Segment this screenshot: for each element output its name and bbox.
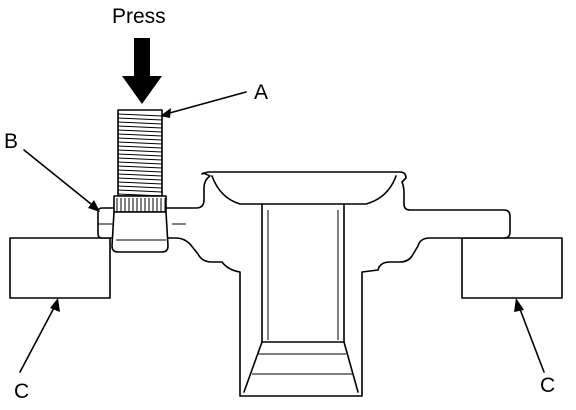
hub-bore-inner bbox=[267, 210, 339, 340]
stud-thread-line bbox=[117, 177, 163, 181]
stud-thread-line bbox=[117, 189, 163, 193]
stud-thread-line bbox=[117, 141, 163, 145]
leader-b-arrowhead bbox=[88, 200, 100, 212]
hub-bore-bottom-inner bbox=[252, 353, 352, 375]
hub-bore bbox=[261, 203, 345, 343]
label-b: B bbox=[4, 130, 18, 153]
stud-thread-line bbox=[117, 121, 163, 125]
hub-body bbox=[97, 171, 511, 397]
hub-bore-bottom bbox=[243, 341, 359, 393]
hub-top-recess bbox=[211, 175, 397, 205]
stud-thread-line bbox=[117, 145, 163, 149]
support-block-right bbox=[461, 237, 563, 299]
stud-thread-line bbox=[117, 181, 163, 185]
stud-thread-line bbox=[117, 161, 163, 165]
stud-thread-line bbox=[117, 165, 163, 169]
press-arrow-icon bbox=[122, 38, 162, 104]
leader-c-right-arrowhead bbox=[514, 298, 524, 312]
label-a: A bbox=[254, 81, 268, 104]
stud-thread-line bbox=[117, 185, 163, 189]
stud-thread-line bbox=[117, 133, 163, 137]
leader-c-left bbox=[19, 303, 57, 373]
leader-b bbox=[23, 149, 97, 209]
stud-thread-line bbox=[117, 113, 163, 117]
leader-c-left-arrowhead bbox=[50, 298, 60, 312]
stud-thread-line bbox=[117, 137, 163, 141]
leader-c-right bbox=[517, 303, 545, 373]
stud-thread-line bbox=[117, 169, 163, 173]
label-c-left: C bbox=[14, 380, 29, 403]
stud-thread-line bbox=[117, 153, 163, 157]
wheel-stud bbox=[111, 109, 169, 253]
stud-thread-line bbox=[117, 157, 163, 161]
leader-a bbox=[165, 91, 247, 115]
stud-thread-line bbox=[117, 173, 163, 177]
support-block-left bbox=[9, 237, 111, 299]
stud-thread-line bbox=[117, 129, 163, 133]
stud-thread-line bbox=[117, 125, 163, 129]
stud-thread-line bbox=[117, 117, 163, 121]
label-c-right: C bbox=[540, 374, 555, 397]
label-press: Press bbox=[112, 5, 166, 28]
stud-thread-line bbox=[117, 149, 163, 153]
leader-a-arrowhead bbox=[160, 108, 171, 118]
